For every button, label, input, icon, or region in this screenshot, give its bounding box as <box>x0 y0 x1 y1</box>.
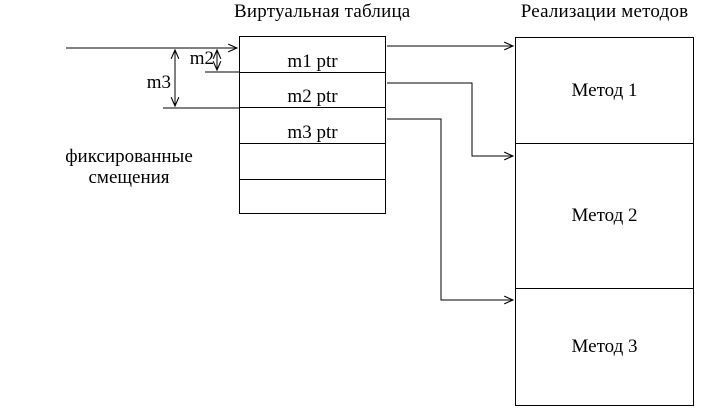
method-2-section: Метод 2 <box>516 144 693 289</box>
fixed-offsets-caption-line2: смещения <box>88 167 170 188</box>
fixed-offsets-caption: фиксированные смещения <box>38 146 220 188</box>
method-3-label: Метод 3 <box>571 336 638 357</box>
vtable-row-m3-label: m3 ptr <box>287 122 338 143</box>
method-1-label: Метод 1 <box>571 79 638 101</box>
method-implementations-box: Метод 1 Метод 2 Метод 3 <box>515 37 694 406</box>
vtable-row-m2-label: m2 ptr <box>287 86 338 107</box>
vtable-row-m1-label: m1 ptr <box>287 51 338 72</box>
method-3-section: Метод 3 <box>516 289 693 405</box>
m3-offset-label: m3 <box>146 72 171 93</box>
fixed-offsets-caption-line1: фиксированные <box>65 146 193 167</box>
method-2-label: Метод 2 <box>571 205 638 226</box>
virtual-table: m1 ptr m2 ptr m3 ptr <box>239 36 386 214</box>
vtable-title: Виртуальная таблица <box>234 1 411 22</box>
m2-offset-label: m2 <box>189 48 214 69</box>
m2-ptr-arrow <box>387 82 513 156</box>
methods-title: Реализации методов <box>520 1 689 22</box>
vtable-row-m3: m3 ptr <box>240 108 385 144</box>
vtable-row-empty-1 <box>240 144 385 180</box>
m3-ptr-arrow <box>387 118 513 300</box>
vtable-row-m2: m2 ptr <box>240 73 385 108</box>
vtable-row-m1: m1 ptr <box>240 37 385 73</box>
method-1-section: Метод 1 <box>516 38 693 144</box>
vtable-row-empty-2 <box>240 180 385 213</box>
